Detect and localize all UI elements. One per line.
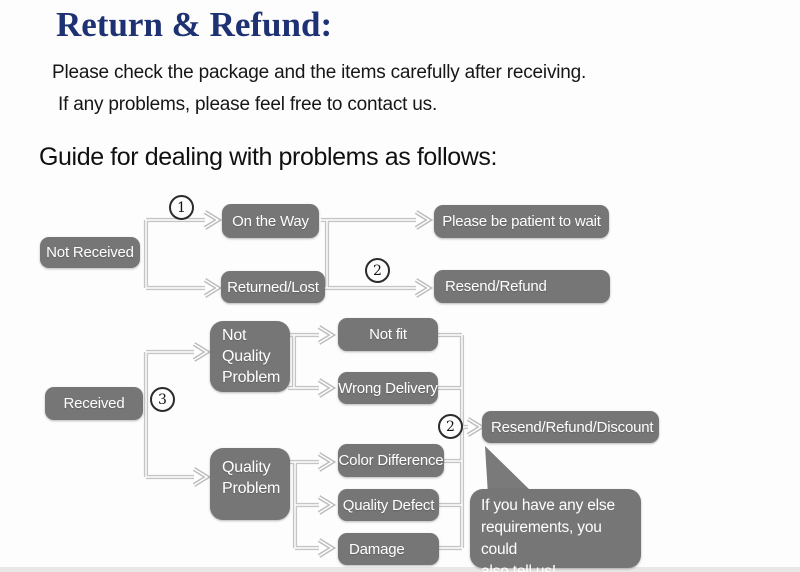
bottom-shadow <box>0 567 800 572</box>
node-label: Resend/Refund <box>445 278 547 295</box>
node-received: Received <box>45 387 143 420</box>
bubble-line: also tell us! <box>481 563 556 572</box>
step-circle-2: 2 <box>365 258 390 283</box>
node-label: Not Received <box>46 244 134 261</box>
step-circle-2b: 2 <box>438 414 463 439</box>
node-resend-refund: Resend/Refund <box>434 270 610 303</box>
intro-line-2: If any problems, please feel free to con… <box>58 94 438 115</box>
arrowheads-core <box>193 211 483 557</box>
node-label: Color Difference <box>338 452 444 469</box>
node-line: Quality <box>222 348 271 365</box>
node-quality-problem: Quality Problem <box>210 448 290 520</box>
node-not-fit: Not fit <box>338 318 438 351</box>
node-line: Problem <box>222 480 281 497</box>
node-not-received: Not Received <box>40 237 140 268</box>
node-on-the-way: On the Way <box>222 204 319 238</box>
node-label: Please be patient to wait <box>442 213 601 230</box>
node-label: On the Way <box>232 212 309 230</box>
step-number: 3 <box>158 391 167 408</box>
step-circle-1: 1 <box>169 195 194 220</box>
node-not-quality-problem: Not Quality Problem <box>210 321 290 392</box>
node-line: Not <box>222 327 247 344</box>
speech-bubble-tail <box>485 446 532 495</box>
node-label: Not fit <box>369 326 407 343</box>
node-resend-refund-discount: Resend/Refund/Discount <box>482 411 659 443</box>
page-title: Return & Refund: <box>56 5 333 44</box>
guide-heading: Guide for dealing with problems as follo… <box>39 143 498 171</box>
node-damage: Damage <box>338 533 439 565</box>
node-line: Quality <box>222 459 271 476</box>
step-number: 2 <box>446 418 455 435</box>
node-please-be-patient: Please be patient to wait <box>434 205 609 238</box>
step-circle-3: 3 <box>150 387 175 412</box>
node-quality-defect: Quality Defect <box>338 489 439 521</box>
node-label: Received <box>63 395 125 412</box>
node-label: Returned/Lost <box>227 278 319 296</box>
node-color-difference: Color Difference <box>338 444 444 477</box>
speech-bubble: If you have any else requirements, you c… <box>470 489 641 572</box>
bubble-line: If you have any else <box>481 497 615 514</box>
node-label: Resend/Refund/Discount <box>491 418 654 436</box>
step-number: 2 <box>373 262 382 279</box>
node-returned-lost: Returned/Lost <box>221 271 325 303</box>
connector-lines-core <box>145 219 468 549</box>
node-line: Problem <box>222 369 281 386</box>
node-label: Quality Defect <box>342 496 435 514</box>
intro-line-1: Please check the package and the items c… <box>52 62 587 83</box>
node-wrong-delivery: Wrong Delivery <box>338 372 438 404</box>
node-label: Damage <box>349 540 405 558</box>
node-label: Wrong Delivery <box>338 379 438 397</box>
bubble-line: requirements, you could <box>481 519 602 558</box>
step-number: 1 <box>177 199 186 216</box>
